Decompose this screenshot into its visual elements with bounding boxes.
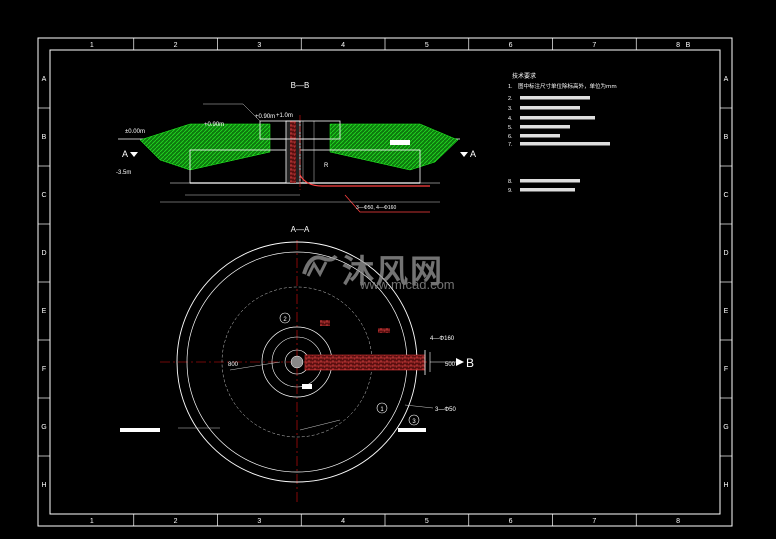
row-label: H xyxy=(41,482,46,489)
row-label: H xyxy=(723,482,728,489)
row-label: D xyxy=(41,250,46,257)
column-label: 5 xyxy=(425,518,429,525)
plan-aa: A—A B 800 500 4—Φ160 3—Φ50 1 xyxy=(120,225,474,505)
circle-mark-3: 3 xyxy=(408,414,420,426)
column-labels-bottom: 1 2 3 4 5 6 7 8 xyxy=(90,514,680,526)
row-label: E xyxy=(42,308,47,315)
outlet-pipe-bb xyxy=(299,174,430,187)
level-label-2: +0.90m xyxy=(255,114,275,120)
note-number: 4. xyxy=(508,116,513,122)
row-label: C xyxy=(41,192,46,199)
column-label: 8 xyxy=(676,42,680,49)
row-label: B xyxy=(724,134,729,141)
note-number: 1. xyxy=(508,84,513,90)
row-label: A xyxy=(42,76,47,83)
row-label: D xyxy=(723,250,728,257)
inner-frame xyxy=(49,49,721,515)
note-text-bar xyxy=(520,96,590,100)
column-label: 4 xyxy=(341,42,345,49)
svg-text:1: 1 xyxy=(380,407,384,413)
row-label: G xyxy=(41,424,46,431)
note-number: 3. xyxy=(508,106,513,112)
pipe-note-b: 3—Φ50 xyxy=(435,407,456,413)
column-label: 2 xyxy=(174,518,178,525)
note-number: 5. xyxy=(508,125,513,131)
cut-right-label: A xyxy=(470,149,476,159)
level-label-1: +0.90m xyxy=(204,122,224,128)
column-label: 8 xyxy=(676,518,680,525)
row-label: E xyxy=(724,308,729,315)
radius-label: R xyxy=(324,163,329,169)
notes-title: 技术要求 xyxy=(512,72,536,80)
outer-frame xyxy=(37,37,733,527)
svg-text:2: 2 xyxy=(283,317,287,323)
circle-mark-2: 2 xyxy=(279,312,291,324)
pipe-note: 4—Φ160 xyxy=(430,336,455,342)
note-text-bar xyxy=(520,142,610,146)
level-label-0: ±0.00m xyxy=(125,129,145,135)
mark-b: B xyxy=(466,356,474,370)
embankment-right xyxy=(329,123,459,171)
column-label: 3 xyxy=(257,42,261,49)
note-text-bar xyxy=(520,116,595,120)
row-label: B xyxy=(42,134,47,141)
column-label: 5 xyxy=(425,42,429,49)
column-label: 1 xyxy=(90,518,94,525)
row-label: F xyxy=(42,366,46,373)
embankment-left xyxy=(139,123,271,171)
dim-label-0: 800 xyxy=(228,362,239,368)
sheet-tag: B xyxy=(686,42,691,49)
note-text-bar xyxy=(520,125,570,129)
row-label: F xyxy=(724,366,728,373)
note-number: 7. xyxy=(508,142,513,148)
note-text-bar xyxy=(520,106,580,110)
row-label: A xyxy=(724,76,729,83)
row-labels-right: A B C D E F G H xyxy=(720,76,732,489)
note-text-bar xyxy=(520,179,580,183)
level-label-4: -3.5m xyxy=(116,170,131,176)
note-text-bar xyxy=(520,134,560,138)
column-label: 3 xyxy=(257,518,261,525)
level-label-3: +1.0m xyxy=(276,113,293,119)
column-label: 1 xyxy=(90,42,94,49)
note-text: 图中标注尺寸单位除标高外，单位为mm xyxy=(518,82,617,90)
cut-left-label: A xyxy=(122,149,128,159)
note-number: 6. xyxy=(508,134,513,140)
technical-notes: 技术要求 1. 图中标注尺寸单位除标高外，单位为mm 2. 3. 4. 5. 6. 7. 8. 9… xyxy=(508,72,617,194)
note-number: 8. xyxy=(508,179,513,185)
row-labels-left: A B C D E F G H xyxy=(38,76,50,489)
pipe-label-bb: 3—Φ50, 4—Φ160 xyxy=(356,205,396,211)
row-label: G xyxy=(723,424,728,431)
section-bb-title: B—B xyxy=(291,81,310,90)
column-label: 4 xyxy=(341,518,345,525)
column-label: 7 xyxy=(592,518,596,525)
row-label: C xyxy=(723,192,728,199)
outlet-pipe-aa xyxy=(304,354,426,371)
column-label: 6 xyxy=(509,518,513,525)
dim-label-1: 500 xyxy=(445,362,456,368)
svg-text:3: 3 xyxy=(412,419,416,425)
plan-aa-title: A—A xyxy=(291,225,310,234)
note-number: 9. xyxy=(508,188,513,194)
circle-mark-1: 1 xyxy=(376,402,388,414)
column-label: 6 xyxy=(509,42,513,49)
section-bb: B—B A A ±0.00m +0.90m +0.90m +1.0m xyxy=(116,81,476,213)
column-label: 7 xyxy=(592,42,596,49)
note-number: 2. xyxy=(508,96,513,102)
column-label: 2 xyxy=(174,42,178,49)
note-text-bar xyxy=(520,188,575,192)
